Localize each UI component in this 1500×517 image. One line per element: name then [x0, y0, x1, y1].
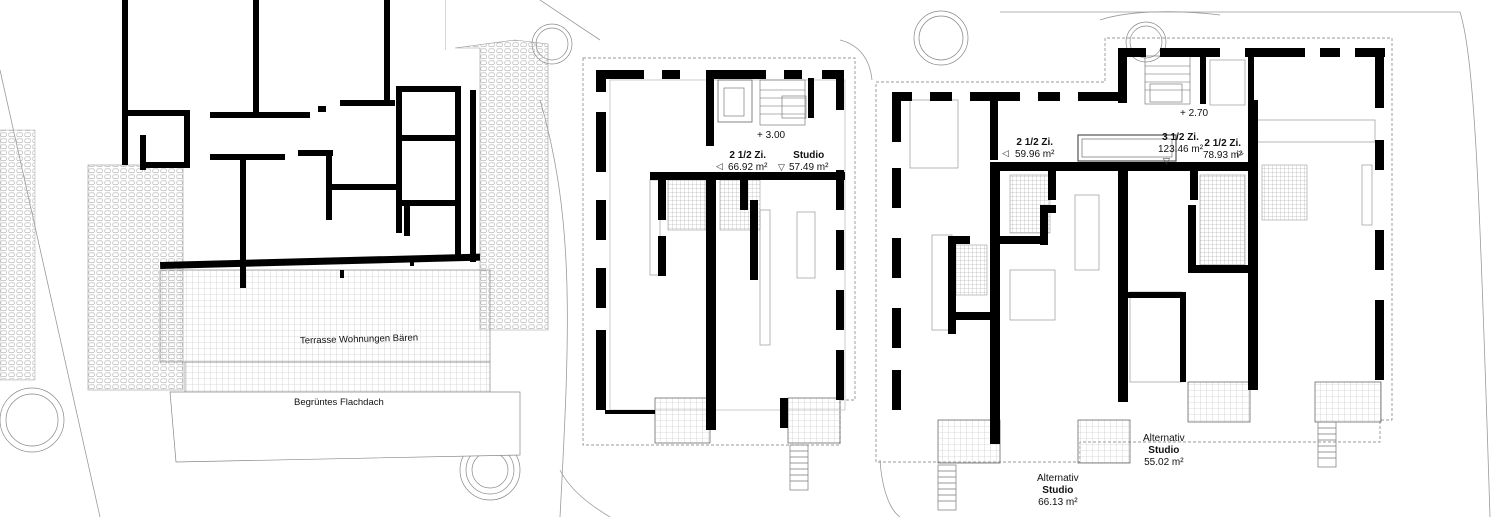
unit-a2-area: 57.49 m²: [789, 162, 829, 173]
level-label-middle: + 3.00: [757, 130, 786, 141]
existing-building: [0, 0, 549, 463]
alt1-prefix: Alternativ: [1143, 433, 1185, 444]
alt1-name: Studio: [1148, 445, 1180, 456]
unit-b1-name: 2 1/2 Zi.: [1016, 137, 1054, 148]
alt2-name: Studio: [1042, 485, 1074, 496]
unit-b2-name: 3 1/2 Zi.: [1162, 132, 1199, 143]
building-middle: [582, 57, 856, 491]
unit-a1-area: 66.92 m²: [728, 162, 768, 173]
alternative-studio-1: Alternativ Studio 55.02 m²: [1143, 433, 1185, 469]
alt2-prefix: Alternativ: [1037, 473, 1079, 484]
unit-a2-name: Studio: [793, 150, 825, 161]
unit-b1-area: 59.96 m²: [1015, 149, 1055, 160]
unit-b3-name: 2 1/2 Zi.: [1204, 138, 1242, 149]
building-right: [875, 37, 1393, 511]
level-label-right: + 2.70: [1180, 108, 1209, 119]
alt2-area: 66.13 m²: [1038, 497, 1078, 508]
unit-a1-name: 2 1/2 Zi.: [729, 150, 767, 161]
unit-b3-area: 78.93 m²: [1203, 150, 1243, 161]
alternative-studio-2: Alternativ Studio 66.13 m²: [1037, 473, 1079, 509]
unit-b2-area: 123.46 m²: [1158, 144, 1204, 155]
alt1-area: 55.02 m²: [1144, 457, 1184, 468]
green-roof-label: Begrüntes Flachdach: [294, 397, 384, 408]
